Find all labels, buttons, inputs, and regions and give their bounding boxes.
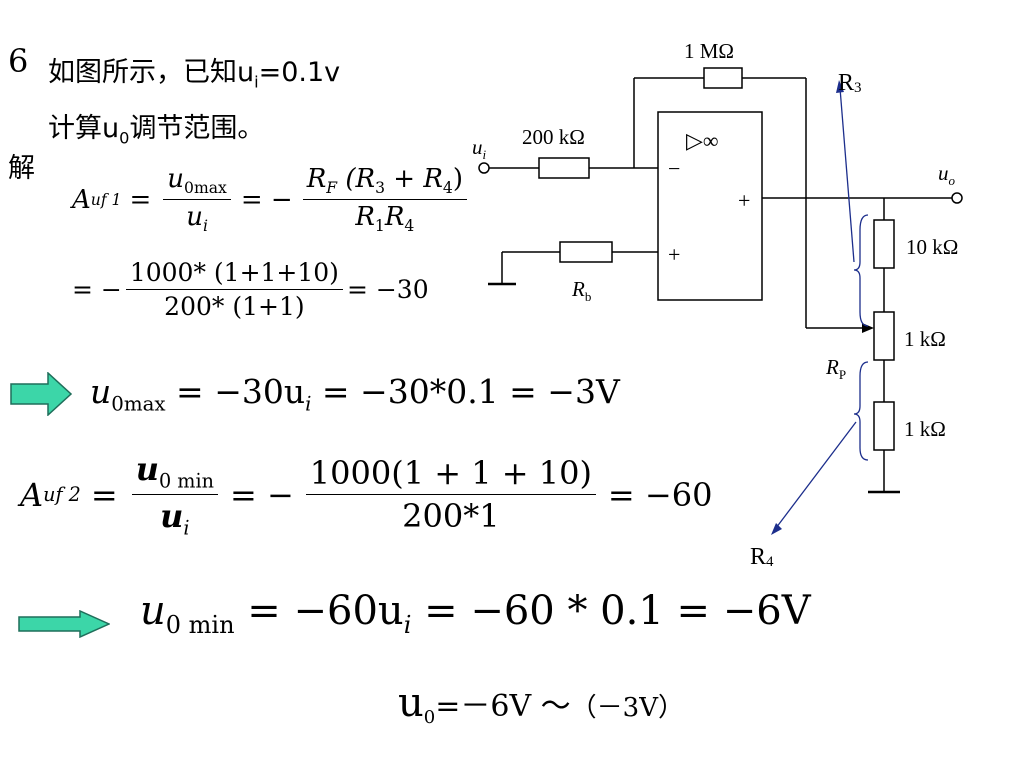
label-rp: RP	[825, 355, 846, 382]
opamp-minus: −	[668, 156, 680, 181]
brace-r3	[853, 214, 869, 327]
opamp-box	[657, 111, 763, 301]
terminal-uo	[951, 192, 963, 204]
right-arrow-icon	[10, 372, 72, 416]
opamp-plus-out: +	[738, 188, 750, 213]
brace-r4	[853, 361, 869, 461]
terminal-ui	[478, 162, 490, 174]
label-rf: 1 MΩ	[684, 39, 734, 63]
opamp-plus-in: +	[668, 242, 680, 267]
resistor-r1	[538, 157, 590, 179]
label-ui: ui	[472, 135, 487, 162]
problem-line-1: 如图所示，已知ui=0.1v	[48, 57, 341, 92]
label-10k: 10 kΩ	[906, 235, 958, 259]
final-range: u0=－6V ～（－3V）	[398, 680, 684, 728]
problem-line-2: 计算u0调节范围。	[48, 113, 265, 148]
fraction-u0max-ui: u0max ui	[163, 164, 231, 235]
potentiometer-rp	[873, 311, 895, 361]
resistor-10k	[873, 219, 895, 269]
circuit-diagram: 1 MΩ 200 kΩ ui uo ▷∞ − + + Rb 10 kΩ 1 kΩ…	[472, 39, 963, 570]
resistor-1k	[873, 401, 895, 451]
opamp-symbol: ▷∞	[686, 128, 719, 153]
label-rp-1k: 1 kΩ	[904, 327, 946, 351]
label-1k: 1 kΩ	[904, 417, 946, 441]
equation-numeric-1: = − 1000* (1+1+10) 200* (1+1) = −30	[72, 258, 429, 321]
fraction-numeric-2: 1000(1 + 1 + 10) 200*1	[305, 454, 596, 535]
label-rb: Rb	[571, 277, 591, 304]
right-arrow-icon	[18, 610, 110, 638]
fraction-numeric-1: 1000* (1+1+10) 200* (1+1)	[125, 258, 343, 321]
equation-u0min: u0 min = −60ui = −60 * 0.1 = −6V	[140, 588, 811, 639]
label-r1: 200 kΩ	[522, 125, 585, 149]
label-uo: uo	[938, 161, 956, 188]
fraction-u0min-ui: u0 min ui	[131, 450, 218, 540]
equation-u0max: u0max = −30ui = −30*0.1 = −3V	[90, 372, 620, 416]
fraction-rf: RF (R3 + R4) R1R4	[302, 164, 467, 235]
solution-label: 解	[8, 153, 35, 184]
label-r3: R3	[838, 70, 862, 96]
label-r4: R4	[750, 544, 774, 570]
problem-number: 6	[8, 42, 29, 80]
resistor-rf	[703, 67, 743, 89]
resistor-rb	[559, 241, 613, 263]
